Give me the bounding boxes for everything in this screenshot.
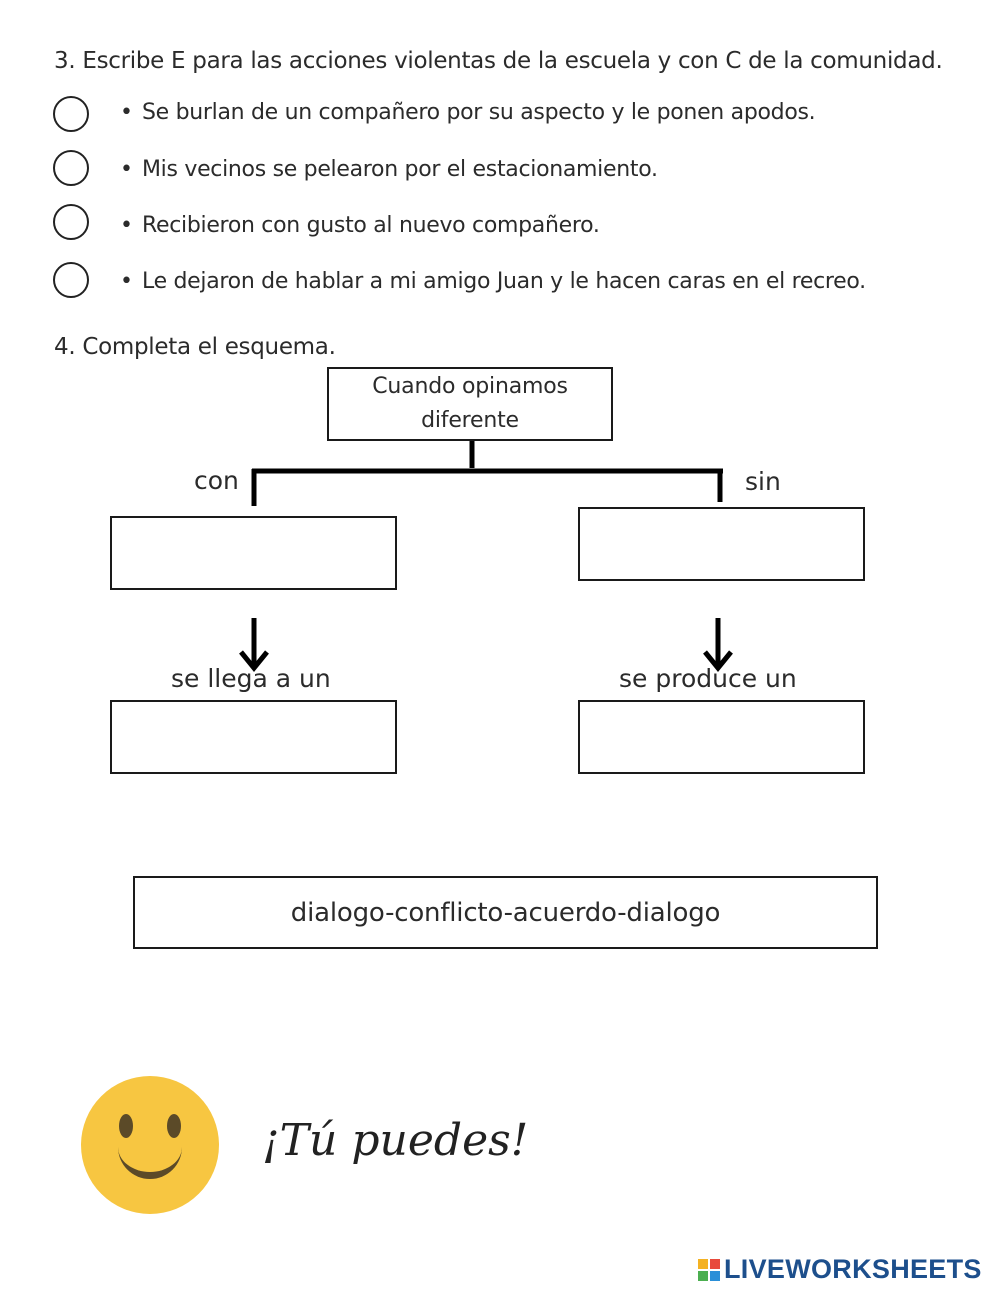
left-answer-box-2[interactable] [110, 700, 397, 774]
statement-3: Recibieron con gusto al nuevo compañero. [142, 213, 600, 238]
right-result-label: se produce un [619, 664, 797, 693]
smiley-eye-left [119, 1114, 133, 1138]
question-4-title: 4. Completa el esquema. [54, 334, 336, 360]
smiley-face-icon [81, 1076, 219, 1214]
diagram-connectors [239, 441, 733, 672]
left-result-label: se llega a un [171, 664, 331, 693]
answer-circle-1[interactable] [53, 96, 89, 132]
smiley-eye-right [167, 1114, 181, 1138]
statement-4: Le dejaron de hablar a mi amigo Juan y l… [142, 269, 866, 294]
root-concept-line-2: diferente [421, 408, 519, 433]
question-3-title: 3. Escribe E para las acciones violentas… [54, 48, 943, 74]
bullet: • [120, 157, 133, 182]
statement-1: Se burlan de un compañero por su aspecto… [142, 100, 816, 125]
right-arrow-head [703, 650, 733, 672]
encouragement-slogan: ¡Tú puedes! [262, 1115, 529, 1166]
brand-name: LIVEWORKSHEETS [724, 1254, 982, 1284]
word-bank-box: dialogo-conflicto-acuerdo-dialogo [133, 876, 878, 949]
bullet: • [120, 100, 133, 125]
word-bank-text: dialogo-conflicto-acuerdo-dialogo [290, 897, 721, 928]
right-branch-label: sin [745, 467, 781, 496]
answer-circle-4[interactable] [53, 262, 89, 298]
bullet: • [120, 269, 133, 294]
liveworksheets-logo-icon [698, 1258, 720, 1281]
liveworksheets-brand[interactable]: LIVEWORKSHEETS [698, 1254, 982, 1285]
smiley-mouth [118, 1140, 182, 1179]
bullet: • [120, 213, 133, 238]
right-answer-box-2[interactable] [578, 700, 865, 774]
left-branch-label: con [194, 466, 239, 495]
root-concept-line-1: Cuando opinamos [372, 374, 568, 399]
answer-circle-2[interactable] [53, 150, 89, 186]
left-answer-box-1[interactable] [110, 516, 397, 590]
answer-circle-3[interactable] [53, 204, 89, 240]
statement-2: Mis vecinos se pelearon por el estaciona… [142, 157, 658, 182]
right-answer-box-1[interactable] [578, 507, 865, 581]
root-concept-box: Cuando opinamos diferente [327, 367, 613, 441]
left-arrow-head [239, 650, 269, 672]
